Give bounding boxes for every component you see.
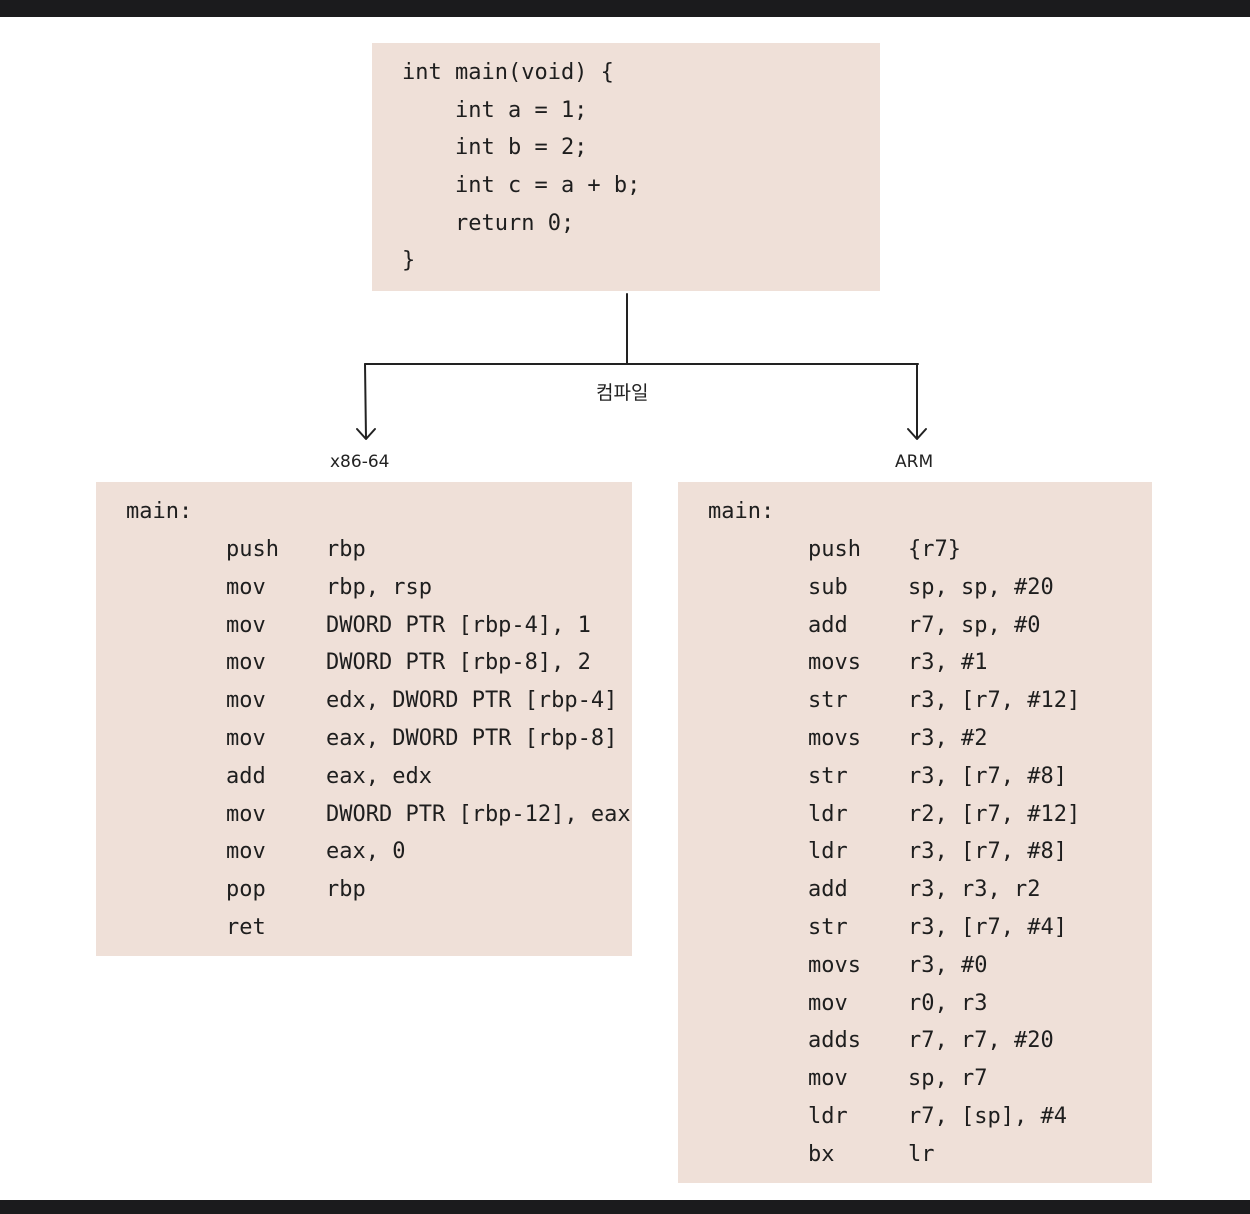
instruction-operands: rbp (326, 877, 366, 903)
instruction-operands: eax, DWORD PTR [rbp-8] (326, 726, 618, 751)
instruction-operands: eax, edx (326, 763, 432, 789)
instruction-opcode: str (808, 763, 848, 789)
instruction-operands: rbp (326, 537, 366, 562)
connector-left-drop (364, 363, 367, 439)
instruction-opcode: sub (808, 574, 848, 600)
instruction-opcode: pop (226, 877, 266, 903)
instruction-opcode: ldr (808, 801, 848, 827)
c-source-box: int main(void) { int a = 1; int b = 2; i… (372, 43, 880, 291)
instruction-operands: r0, r3 (908, 990, 988, 1016)
instruction-opcode: mov (226, 726, 266, 751)
arm-main-label: main: (708, 499, 775, 524)
bottom-frame-bar (0, 1200, 1250, 1214)
instruction-opcode: push (808, 537, 861, 562)
instruction-opcode: mov (808, 990, 848, 1016)
instruction-operands: r3, [r7, #4] (908, 915, 1067, 940)
top-frame-bar (0, 0, 1250, 17)
instruction-opcode: movs (808, 650, 861, 676)
instruction-opcode: mov (226, 801, 266, 827)
instruction-operands: DWORD PTR [rbp-12], eax (326, 801, 631, 827)
instruction-operands: sp, r7 (908, 1066, 988, 1092)
instruction-opcode: mov (226, 650, 266, 676)
instruction-opcode: movs (808, 952, 861, 978)
instruction-operands: r2, [r7, #12] (908, 801, 1081, 827)
instruction-opcode: add (808, 877, 848, 903)
compile-label: 컴파일 (596, 382, 649, 404)
instruction-operands: r3, [r7, #12] (908, 688, 1081, 714)
instruction-opcode: add (808, 612, 848, 638)
x86-label: x86-64 (330, 452, 390, 472)
instruction-operands: r3, [r7, #8] (908, 839, 1067, 865)
instruction-opcode: bx (808, 1141, 835, 1167)
instruction-opcode: mov (226, 574, 266, 600)
instruction-operands: r3, #2 (908, 726, 988, 751)
instruction-opcode: movs (808, 726, 861, 751)
instruction-operands: sp, sp, #20 (908, 574, 1054, 600)
instruction-opcode: mov (226, 839, 266, 865)
instruction-operands: r7, sp, #0 (908, 612, 1041, 638)
instruction-opcode: push (226, 537, 279, 562)
instruction-opcode: str (808, 915, 848, 940)
arm-assembly-box: main: push {r7} sub sp, sp, #20 add r7, sp, #… (678, 482, 1152, 1183)
instruction-opcode: add (226, 763, 266, 789)
c-line: int b = 2; (402, 135, 588, 160)
instruction-operands: r3, #0 (908, 952, 988, 978)
instruction-opcode: ldr (808, 839, 848, 865)
instruction-opcode: str (808, 688, 848, 714)
instruction-operands: r7, [sp], #4 (908, 1104, 1067, 1129)
instruction-operands: r3, r3, r2 (908, 877, 1041, 903)
instruction-operands: {r7} (908, 537, 961, 562)
instruction-operands: r3, #1 (908, 650, 988, 676)
c-line: return 0; (402, 211, 575, 236)
arrowhead-right (907, 428, 927, 440)
instruction-opcode: mov (226, 612, 266, 638)
instruction-operands: DWORD PTR [rbp-4], 1 (326, 612, 591, 638)
arm-label: ARM (895, 452, 934, 472)
instruction-opcode: ret (226, 915, 266, 940)
instruction-opcode: adds (808, 1028, 861, 1054)
instruction-operands: DWORD PTR [rbp-8], 2 (326, 650, 591, 676)
instruction-operands: lr (908, 1141, 935, 1167)
c-line: } (402, 248, 416, 273)
instruction-operands: rbp, rsp (326, 574, 432, 600)
instruction-opcode: mov (808, 1066, 848, 1092)
instruction-opcode: ldr (808, 1104, 848, 1129)
x86-main-label: main: (126, 499, 193, 524)
c-line: int a = 1; (402, 98, 588, 123)
instruction-operands: r7, r7, #20 (908, 1028, 1054, 1054)
arrowhead-left (356, 428, 376, 440)
instruction-opcode: mov (226, 688, 266, 714)
c-line: int c = a + b; (402, 173, 641, 198)
instruction-operands: eax, 0 (326, 839, 406, 865)
instruction-operands: r3, [r7, #8] (908, 763, 1067, 789)
c-line: int main(void) { (402, 60, 614, 85)
instruction-operands: edx, DWORD PTR [rbp-4] (326, 688, 618, 714)
